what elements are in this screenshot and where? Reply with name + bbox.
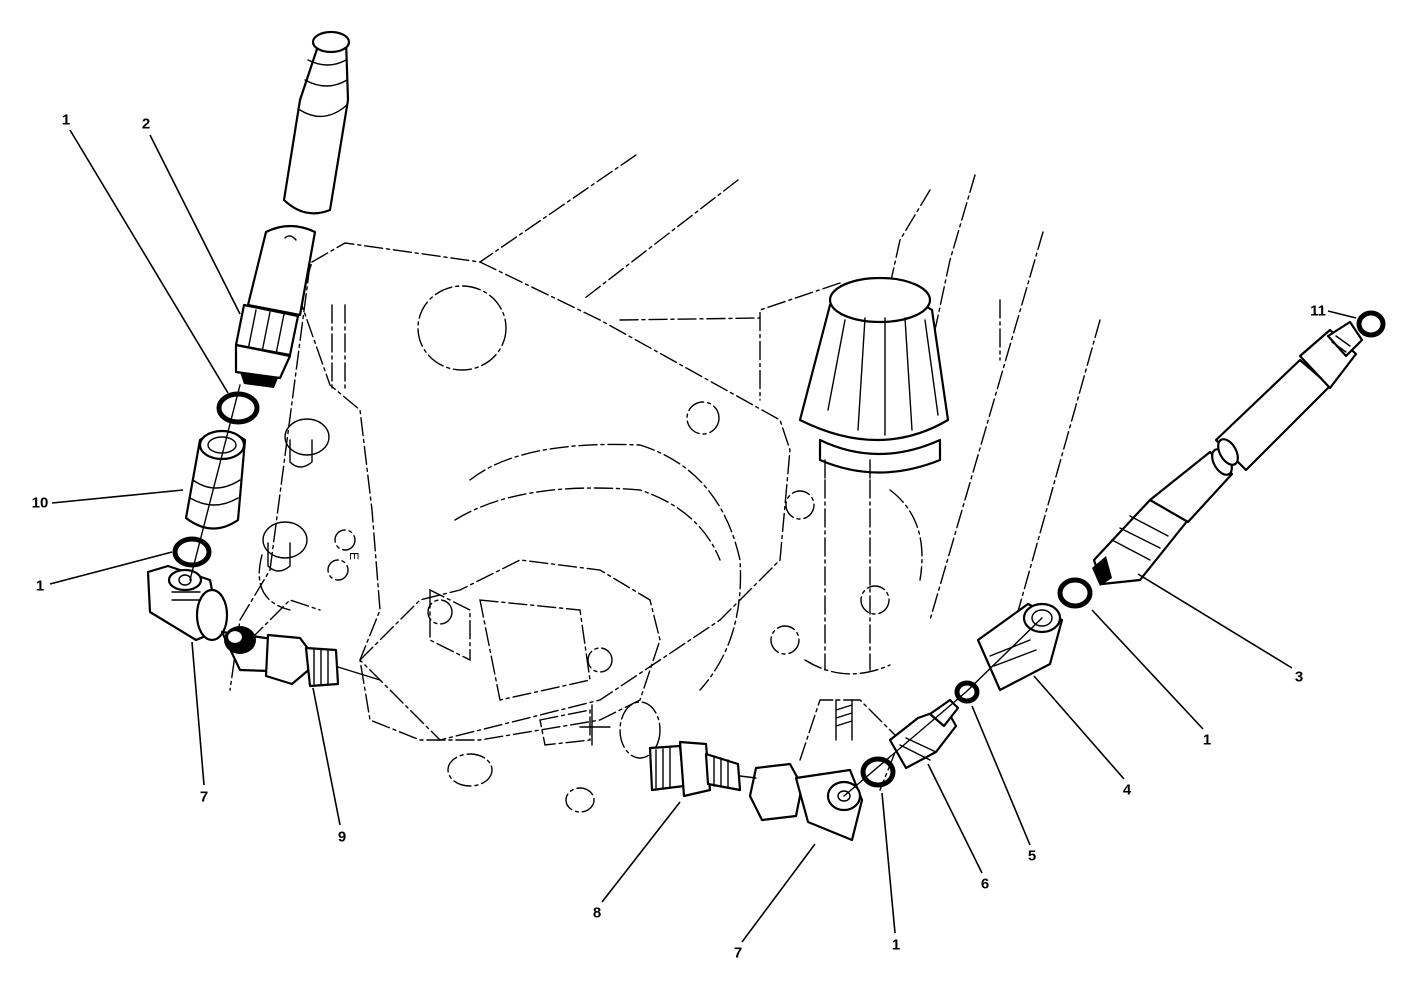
part-7-elbow-right	[748, 762, 864, 842]
callout-7-right: 7	[733, 944, 743, 962]
callout-6: 6	[980, 875, 990, 893]
callout-8: 8	[592, 904, 602, 922]
part-3-tube-assembly-right	[1092, 320, 1364, 586]
callout-1-lower-left: 1	[35, 577, 45, 595]
casting-mark: E	[347, 552, 361, 560]
leader-lines	[49, 129, 1357, 943]
o-ring-end	[1356, 310, 1386, 338]
part-6-check-valve	[888, 698, 960, 770]
filter-housing	[770, 276, 950, 791]
part-4-union-fitting-right	[976, 602, 1064, 692]
callout-10: 10	[31, 494, 49, 512]
callout-2: 2	[141, 115, 151, 133]
mounting-bracket: E	[229, 242, 791, 741]
assembly-centerlines	[189, 384, 1043, 797]
callout-1-bottom-right: 1	[891, 936, 901, 954]
part-2-tube-assembly	[234, 30, 351, 388]
part-9-adapter-fitting	[220, 626, 381, 688]
callout-11: 11	[1310, 302, 1326, 320]
callout-1-right: 1	[1202, 731, 1212, 749]
callout-9: 9	[337, 828, 347, 846]
callout-3: 3	[1294, 668, 1304, 686]
callout-1-upper-left: 1	[61, 111, 71, 129]
callout-4: 4	[1122, 781, 1132, 799]
bracket-studs	[258, 418, 330, 611]
o-ring-lower-left	[172, 536, 212, 568]
o-ring-upper-left	[216, 391, 260, 425]
o-ring-right-mid	[1057, 577, 1093, 609]
callout-7-left: 7	[199, 788, 209, 806]
part-8-reducer-fitting	[648, 740, 742, 798]
o-ring-right-lower	[860, 756, 896, 788]
fuel-pump-body	[359, 443, 742, 813]
part-7-elbow-left	[146, 564, 229, 642]
callout-5: 5	[1027, 847, 1037, 865]
o-ring-small	[954, 680, 980, 704]
